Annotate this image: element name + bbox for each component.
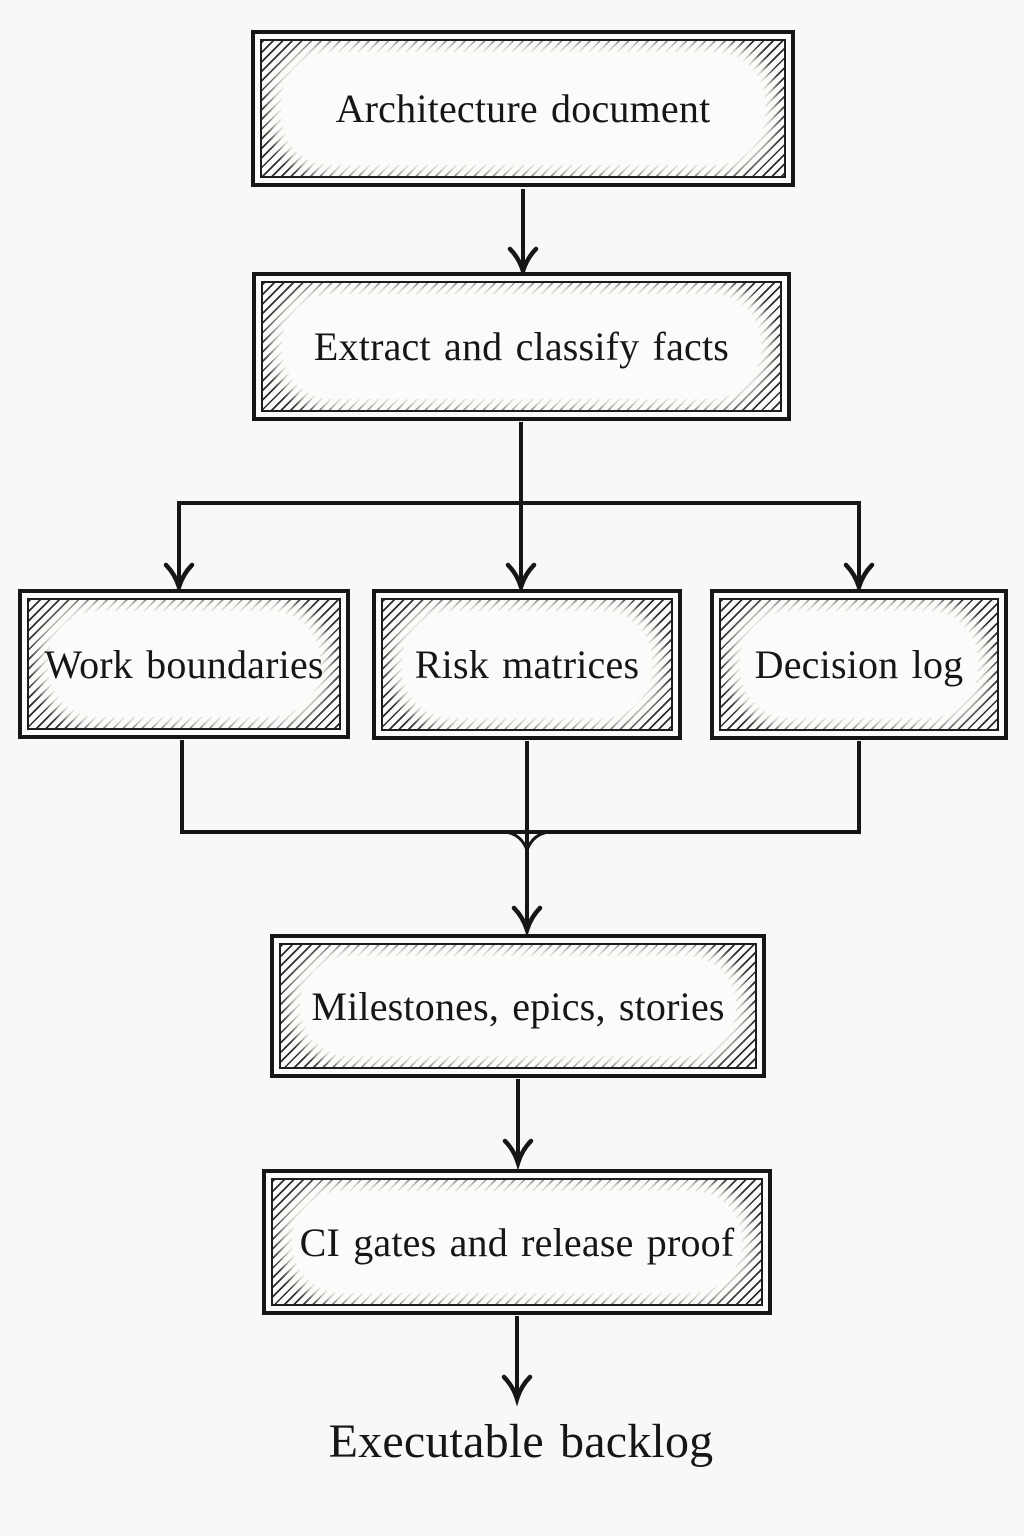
hatched-border: Milestones, epics, stories bbox=[279, 943, 757, 1069]
hatched-border: Work boundaries bbox=[27, 598, 341, 730]
edge-merge-fillet-right bbox=[525, 830, 550, 851]
arrowhead-icon bbox=[507, 246, 539, 279]
node-extract-classify-facts: Extract and classify facts bbox=[252, 272, 791, 421]
node-work-boundaries: Work boundaries bbox=[18, 589, 350, 739]
hatched-border: Decision log bbox=[719, 598, 999, 731]
arrowhead-icon bbox=[511, 905, 543, 938]
node-label: Risk matrices bbox=[402, 611, 652, 718]
arrowhead-icon bbox=[501, 1374, 533, 1407]
hatched-border: Risk matrices bbox=[381, 598, 673, 731]
node-milestones-epics-stories: Milestones, epics, stories bbox=[270, 934, 766, 1078]
arrowhead-icon bbox=[163, 562, 195, 595]
hatched-border: Architecture document bbox=[260, 39, 786, 178]
node-label: Decision log bbox=[740, 611, 978, 718]
edge-merge-fillet-left bbox=[504, 830, 529, 851]
node-label: Extract and classify facts bbox=[282, 294, 761, 399]
edge-branch-bracket bbox=[177, 501, 861, 584]
node-decision-log: Decision log bbox=[710, 589, 1008, 740]
node-ci-gates-release-proof: CI gates and release proof bbox=[262, 1169, 772, 1315]
node-label: Work boundaries bbox=[44, 611, 324, 717]
node-label: Architecture document bbox=[281, 52, 765, 165]
label-executable-backlog: Executable backlog bbox=[328, 1415, 714, 1468]
arrowhead-icon bbox=[505, 562, 537, 595]
hatched-border: Extract and classify facts bbox=[261, 281, 782, 412]
node-risk-matrices: Risk matrices bbox=[372, 589, 682, 740]
hatched-border: CI gates and release proof bbox=[271, 1178, 763, 1306]
edge-merge-bracket bbox=[180, 740, 861, 834]
node-label: Milestones, epics, stories bbox=[300, 956, 736, 1056]
arrowhead-icon bbox=[502, 1138, 534, 1171]
node-label: CI gates and release proof bbox=[292, 1191, 742, 1293]
arrowhead-icon bbox=[843, 562, 875, 595]
node-architecture-document: Architecture document bbox=[251, 30, 795, 187]
